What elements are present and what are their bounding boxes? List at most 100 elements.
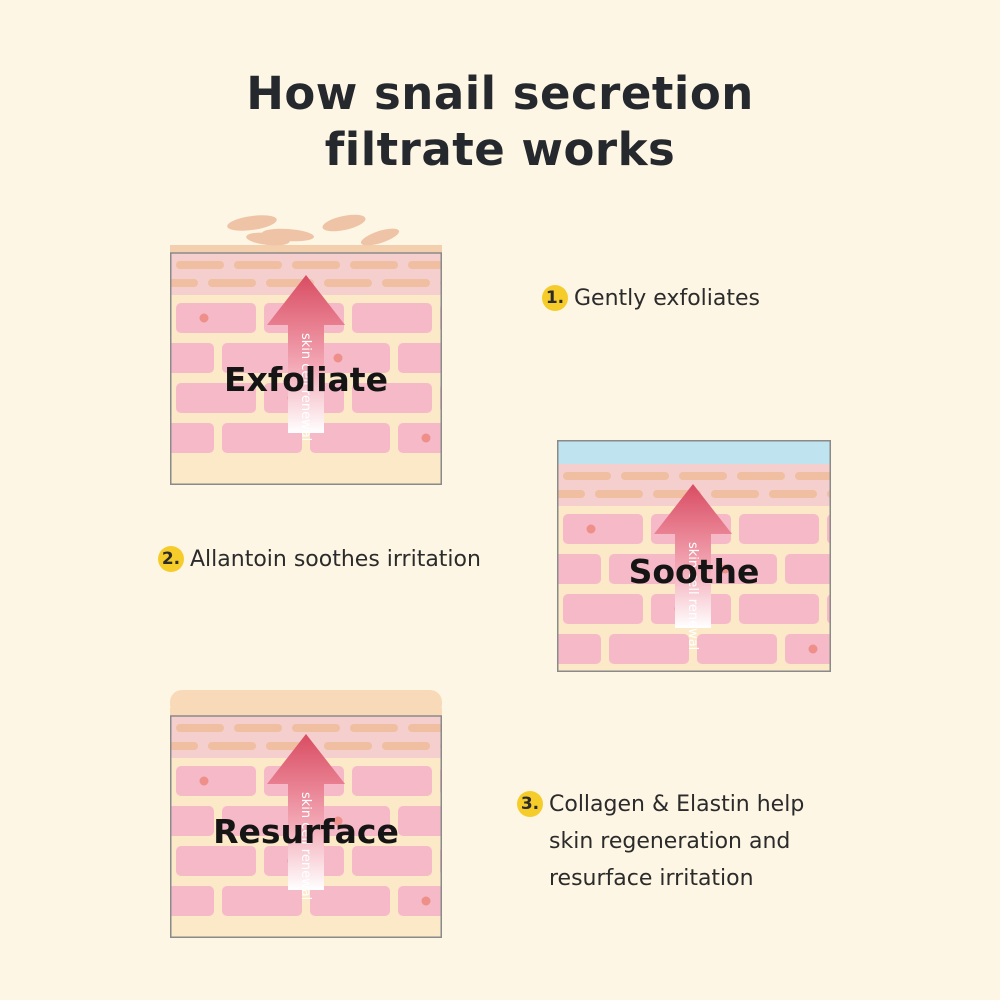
skin-cell	[222, 806, 302, 836]
cell-nucleus	[333, 816, 343, 826]
arrow-label: skin cell renewal	[685, 542, 700, 650]
skin-cell	[609, 634, 689, 664]
soothe-skin-diagram: skin cell renewal Soothe	[557, 440, 831, 672]
skin-layer-capsule	[382, 279, 430, 287]
step-text: Gently exfoliates	[574, 286, 760, 311]
skin-layer-capsule	[234, 261, 282, 269]
upward-arrow-icon	[267, 734, 345, 890]
upward-arrow-icon	[267, 275, 345, 433]
skin-cell	[222, 886, 302, 916]
skin-cell	[398, 806, 442, 836]
skin-cell	[176, 383, 256, 413]
step-number-badge: 3.	[517, 791, 543, 817]
cell-nucleus	[586, 524, 596, 534]
skin-cell	[352, 766, 432, 796]
soothing-film-layer	[557, 440, 831, 464]
skin-layer-capsule	[769, 490, 817, 498]
skin-layer-capsule	[737, 472, 785, 480]
cell-nucleus	[333, 353, 343, 363]
skin-cell	[563, 594, 643, 624]
arrow-label: skin cell renewal	[298, 333, 313, 441]
skin-cell	[557, 554, 601, 584]
step-2: 2. Allantoin soothes irritation	[158, 541, 481, 578]
step-number-badge: 2.	[158, 546, 184, 572]
skin-cell	[739, 514, 819, 544]
upward-arrow-icon	[654, 484, 732, 628]
skin-layer-capsule	[408, 261, 442, 269]
skin-cell	[785, 554, 831, 584]
step-text: Collagen & Elastin help skin regeneratio…	[549, 792, 805, 891]
arrow-label: skin cell renewal	[298, 792, 313, 900]
dead-skin-flake	[322, 214, 366, 232]
soothe-label: Soothe	[628, 552, 760, 591]
cell-nucleus	[199, 313, 209, 323]
skin-layer-capsule	[324, 742, 372, 750]
skin-layer-capsule	[679, 472, 727, 480]
skin-layer-capsule	[170, 279, 198, 287]
title-line-1: How snail secretion	[246, 67, 754, 120]
skin-cell	[739, 594, 819, 624]
skin-layer-capsule	[711, 490, 759, 498]
skin-layer-capsule	[350, 261, 398, 269]
skin-cell	[170, 423, 214, 453]
dead-skin-flake	[360, 228, 400, 246]
skin-cell	[310, 806, 390, 836]
skin-layers-illustration: skin cell renewal	[170, 690, 442, 938]
skin-layer-capsule	[595, 490, 643, 498]
skin-layer-capsule	[176, 724, 224, 732]
skin-layer-capsule	[170, 742, 198, 750]
skin-cell	[170, 886, 214, 916]
skin-layers-illustration: skin cell renewal	[170, 214, 442, 485]
panel-border	[557, 440, 831, 672]
dead-skin-flake	[227, 215, 277, 231]
exfoliate-label: Exfoliate	[224, 360, 388, 399]
skin-layer-capsule	[350, 724, 398, 732]
skin-layers-illustration: skin cell renewal	[557, 440, 831, 672]
skin-cell	[352, 846, 432, 876]
skin-layer-capsule	[563, 472, 611, 480]
skin-cell	[222, 343, 302, 373]
cell-nucleus	[199, 776, 209, 786]
title-line-2: filtrate works	[324, 123, 676, 176]
skin-cell	[609, 554, 689, 584]
skin-cell	[310, 886, 390, 916]
cell-nucleus	[720, 564, 730, 574]
skin-cell	[170, 806, 214, 836]
skin-layer-capsule	[234, 724, 282, 732]
step-number-badge: 1.	[542, 285, 568, 311]
skin-layer-capsule	[408, 724, 442, 732]
skin-cell	[697, 554, 777, 584]
skin-cell	[176, 846, 256, 876]
skin-cell	[563, 514, 643, 544]
panel-border	[170, 715, 442, 938]
step-1: 1. Gently exfoliates	[542, 280, 760, 317]
skin-layer-capsule	[382, 742, 430, 750]
cell-nucleus	[808, 644, 818, 654]
skin-layer-capsule	[795, 472, 831, 480]
skin-layer-capsule	[292, 261, 340, 269]
skin-layer-capsule	[324, 279, 372, 287]
step-text: Allantoin soothes irritation	[190, 547, 481, 572]
skin-cell	[310, 423, 390, 453]
cell-nucleus	[421, 896, 431, 906]
skin-layer-capsule	[557, 490, 585, 498]
skin-cell	[170, 343, 214, 373]
outer-skin-layer	[170, 245, 442, 255]
exfoliate-skin-diagram: skin cell renewal Exfoliate	[170, 205, 442, 485]
skin-cell	[398, 423, 442, 453]
skin-layer-capsule	[208, 742, 256, 750]
step-3: 3. Collagen & Elastin help skin regenera…	[517, 786, 804, 897]
panel-border	[170, 252, 442, 485]
skin-layer-capsule	[208, 279, 256, 287]
dead-skin-flake	[246, 232, 290, 246]
skin-cell	[176, 303, 256, 333]
skin-cell	[176, 766, 256, 796]
skin-cell	[352, 383, 432, 413]
resurface-label: Resurface	[213, 812, 399, 851]
skin-layer-capsule	[176, 261, 224, 269]
skin-cell	[785, 634, 831, 664]
skin-cell	[398, 886, 442, 916]
skin-cell	[222, 423, 302, 453]
skin-layer-capsule	[621, 472, 669, 480]
skin-cell	[557, 634, 601, 664]
